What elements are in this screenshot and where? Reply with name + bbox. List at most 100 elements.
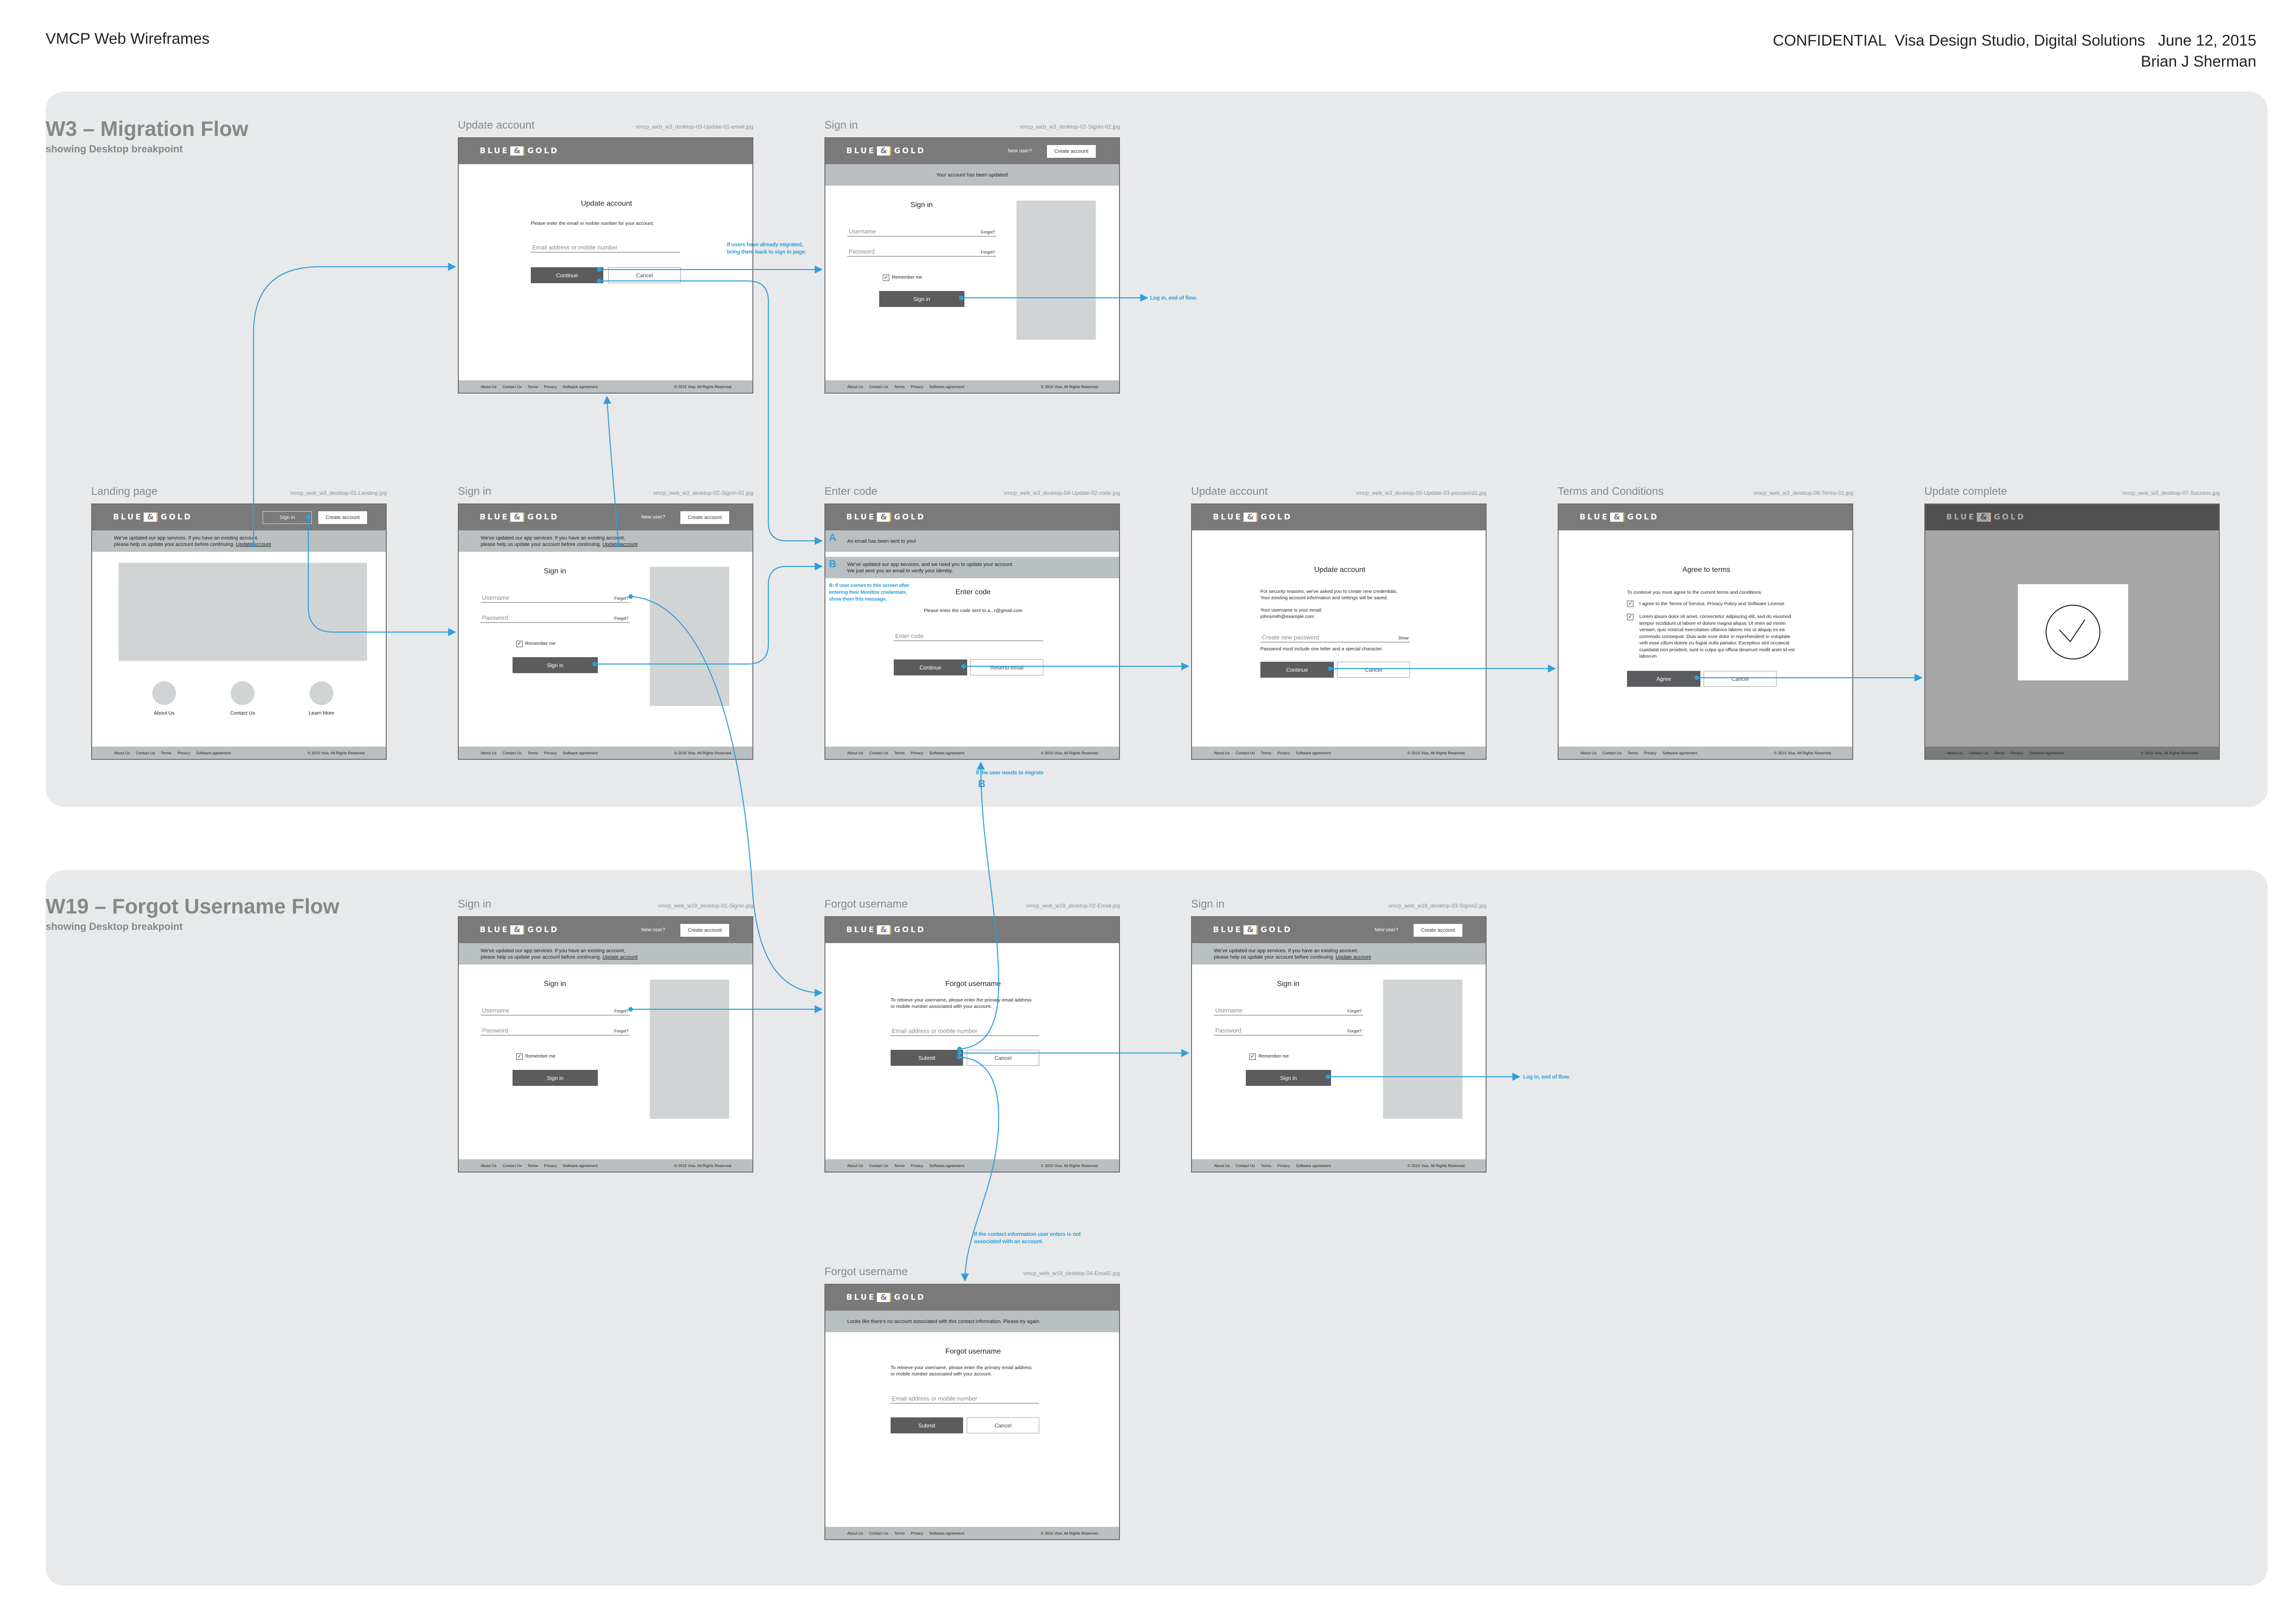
lorem-checkbox[interactable]: ✓ bbox=[1627, 614, 1633, 620]
footer-link-terms[interactable]: Terms bbox=[1261, 1163, 1272, 1168]
forgot-password-link[interactable]: Forgot? bbox=[1347, 1029, 1362, 1033]
footer-link-privacy[interactable]: Privacy bbox=[911, 751, 924, 755]
sign-in-button[interactable]: Sign in bbox=[513, 1070, 598, 1086]
continue-button[interactable]: Continue bbox=[1260, 662, 1334, 678]
footer-link-software-agreement[interactable]: Software agreement bbox=[929, 1163, 964, 1168]
tile-label-about-us[interactable]: About Us bbox=[154, 711, 175, 716]
footer-link-privacy[interactable]: Privacy bbox=[1277, 751, 1290, 755]
tile-label-learn-more[interactable]: Learn More bbox=[308, 711, 335, 716]
footer-link-contact-us[interactable]: Contact Us bbox=[869, 1163, 889, 1168]
footer-link-software-agreement[interactable]: Software agreement bbox=[929, 384, 964, 389]
submit-button[interactable]: Submit bbox=[891, 1050, 963, 1066]
footer-link-software-agreement[interactable]: Software agreement bbox=[196, 751, 231, 755]
resend-email-button[interactable]: Resend email bbox=[970, 659, 1043, 675]
footer-link-about-us[interactable]: About Us bbox=[1214, 1163, 1230, 1168]
footer-link-about-us[interactable]: About Us bbox=[481, 384, 497, 389]
forgot-username-link[interactable]: Forgot? bbox=[1347, 1009, 1362, 1013]
submit-button[interactable]: Submit bbox=[891, 1417, 963, 1433]
footer-link-about-us[interactable]: About Us bbox=[847, 1531, 863, 1536]
forgot-password-link[interactable]: Forgot? bbox=[614, 616, 628, 621]
forgot-username-link[interactable]: Forgot? bbox=[980, 230, 995, 234]
footer-link-privacy[interactable]: Privacy bbox=[2011, 751, 2024, 755]
footer-link-software-agreement[interactable]: Software agreement bbox=[563, 751, 598, 755]
footer-link-contact-us[interactable]: Contact Us bbox=[1602, 751, 1622, 755]
footer-link-contact-us[interactable]: Contact Us bbox=[1235, 1163, 1255, 1168]
sign-in-button[interactable]: Sign in bbox=[879, 291, 964, 307]
agree-button[interactable]: Agree bbox=[1627, 671, 1700, 687]
footer-link-contact-us[interactable]: Contact Us bbox=[1969, 751, 1989, 755]
footer-link-contact-us[interactable]: Contact Us bbox=[502, 384, 522, 389]
footer-link-terms[interactable]: Terms bbox=[894, 1163, 905, 1168]
footer-link-terms[interactable]: Terms bbox=[1261, 751, 1272, 755]
footer-link-terms[interactable]: Terms bbox=[894, 384, 905, 389]
email-or-mobile-input[interactable]: Email address or mobile number bbox=[531, 244, 680, 253]
create-account-button[interactable]: Create account bbox=[1047, 145, 1096, 158]
remember-me-checkbox[interactable]: ✓ bbox=[883, 275, 889, 281]
footer-link-privacy[interactable]: Privacy bbox=[911, 1531, 924, 1536]
footer-link-terms[interactable]: Terms bbox=[528, 384, 539, 389]
footer-link-contact-us[interactable]: Contact Us bbox=[869, 751, 889, 755]
agree-terms-checkbox[interactable]: ✓ bbox=[1627, 601, 1633, 607]
forgot-password-link[interactable]: Forgot? bbox=[614, 1029, 628, 1033]
footer-link-software-agreement[interactable]: Software agreement bbox=[1296, 1163, 1331, 1168]
cancel-button[interactable]: Cancel bbox=[1337, 662, 1410, 678]
footer-link-terms[interactable]: Terms bbox=[1627, 751, 1638, 755]
footer-link-privacy[interactable]: Privacy bbox=[911, 1163, 924, 1168]
footer-link-contact-us[interactable]: Contact Us bbox=[502, 1163, 522, 1168]
footer-link-privacy[interactable]: Privacy bbox=[544, 1163, 557, 1168]
continue-button[interactable]: Continue bbox=[531, 267, 603, 283]
update-account-link[interactable]: Update account bbox=[602, 955, 638, 960]
footer-link-software-agreement[interactable]: Software agreement bbox=[1663, 751, 1698, 755]
footer-link-terms[interactable]: Terms bbox=[528, 751, 539, 755]
footer-link-privacy[interactable]: Privacy bbox=[544, 751, 557, 755]
continue-button[interactable]: Continue bbox=[894, 659, 967, 675]
create-account-button[interactable]: Create account bbox=[318, 511, 367, 524]
cancel-button[interactable]: Cancel bbox=[967, 1050, 1039, 1066]
footer-link-software-agreement[interactable]: Software agreement bbox=[929, 751, 964, 755]
footer-link-terms[interactable]: Terms bbox=[1994, 751, 2005, 755]
footer-link-terms[interactable]: Terms bbox=[894, 1531, 905, 1536]
sign-in-button[interactable]: Sign in bbox=[1246, 1070, 1331, 1086]
footer-link-privacy[interactable]: Privacy bbox=[911, 384, 924, 389]
footer-link-privacy[interactable]: Privacy bbox=[177, 751, 191, 755]
sign-in-button[interactable]: Sign in bbox=[263, 511, 312, 524]
footer-link-about-us[interactable]: About Us bbox=[847, 384, 863, 389]
tile-image-placeholder[interactable] bbox=[152, 681, 176, 705]
footer-link-contact-us[interactable]: Contact Us bbox=[869, 384, 889, 389]
footer-link-privacy[interactable]: Privacy bbox=[1644, 751, 1657, 755]
cancel-button[interactable]: Cancel bbox=[1704, 671, 1777, 687]
footer-link-about-us[interactable]: About Us bbox=[481, 1163, 497, 1168]
footer-link-about-us[interactable]: About Us bbox=[481, 751, 497, 755]
footer-link-contact-us[interactable]: Contact Us bbox=[1235, 751, 1255, 755]
footer-link-contact-us[interactable]: Contact Us bbox=[869, 1531, 889, 1536]
footer-link-software-agreement[interactable]: Software agreement bbox=[1296, 751, 1331, 755]
footer-link-contact-us[interactable]: Contact Us bbox=[502, 751, 522, 755]
footer-link-terms[interactable]: Terms bbox=[161, 751, 172, 755]
footer-link-software-agreement[interactable]: Software agreement bbox=[563, 384, 598, 389]
create-account-button[interactable]: Create account bbox=[1414, 924, 1462, 937]
footer-link-about-us[interactable]: About Us bbox=[1947, 751, 1963, 755]
footer-link-about-us[interactable]: About Us bbox=[114, 751, 130, 755]
footer-link-terms[interactable]: Terms bbox=[894, 751, 905, 755]
footer-link-terms[interactable]: Terms bbox=[528, 1163, 539, 1168]
remember-me-checkbox[interactable]: ✓ bbox=[516, 641, 523, 647]
forgot-password-link[interactable]: Forgot? bbox=[980, 250, 995, 254]
email-or-mobile-input[interactable]: Email address or mobile number bbox=[891, 1395, 1039, 1404]
create-account-button[interactable]: Create account bbox=[680, 511, 729, 524]
footer-link-software-agreement[interactable]: Software agreement bbox=[2029, 751, 2064, 755]
update-account-link[interactable]: Update account bbox=[236, 542, 271, 547]
tile-image-placeholder[interactable] bbox=[310, 681, 333, 705]
email-or-mobile-input[interactable]: Email address or mobile number bbox=[891, 1027, 1039, 1036]
update-account-link[interactable]: Update account bbox=[602, 542, 638, 547]
cancel-button[interactable]: Cancel bbox=[967, 1417, 1039, 1433]
footer-link-software-agreement[interactable]: Software agreement bbox=[929, 1531, 964, 1536]
